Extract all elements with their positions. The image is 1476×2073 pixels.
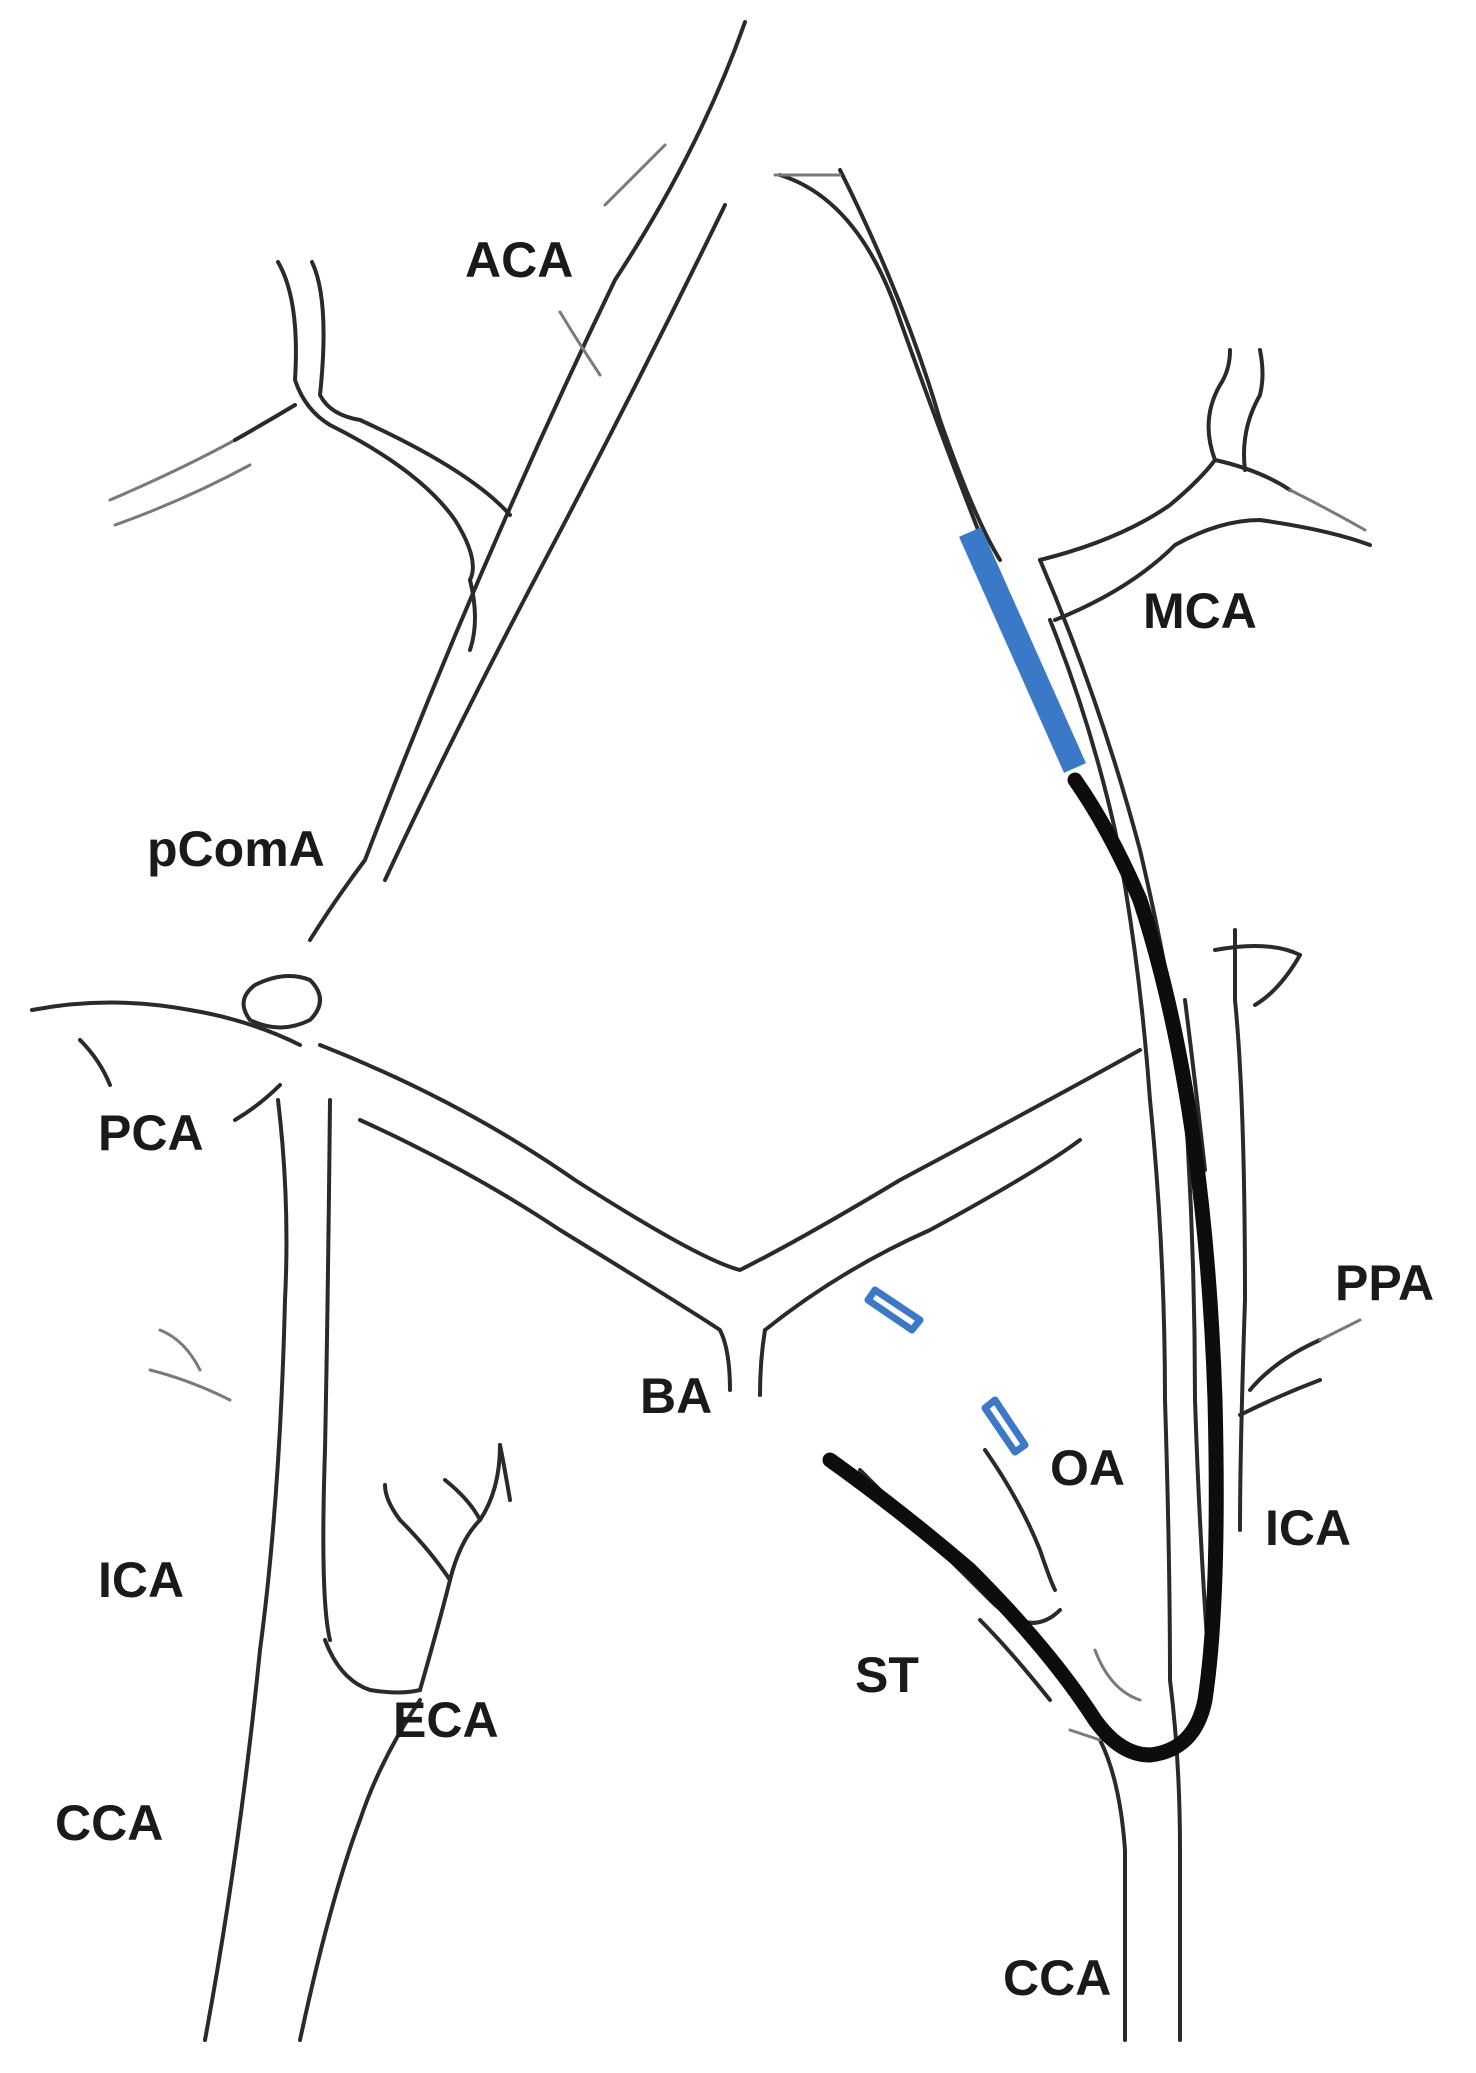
clip-oa [981,1396,1029,1456]
left-ica-vessel [148,1098,422,2042]
label-ica-left: ICA [98,1552,184,1608]
label-pca: PCA [98,1105,204,1161]
eca-vessel [298,1443,512,2042]
label-pcoma: pComA [147,821,325,877]
label-cca-bottom: CCA [1003,1950,1111,2006]
left-cortical-branches [108,260,512,652]
basilar-artery [318,944,1302,1397]
filament-tip-blue [959,527,1086,773]
label-mca: MCA [1143,583,1257,639]
label-eca: ECA [393,1692,499,1748]
label-cca-left: CCA [55,1795,163,1851]
pca-vessel [30,974,322,1122]
label-aca: ACA [465,232,573,288]
catheter-filament [822,772,1224,1763]
ppa-branch [1238,1318,1362,1417]
label-oa: OA [1050,1440,1125,1496]
label-ppa: PPA [1335,1255,1434,1311]
aca-vessel [308,20,747,942]
clip-st [864,1286,924,1334]
label-ba: BA [640,1368,712,1424]
right-cca-vessel [1098,1678,1183,2042]
label-ica-right: ICA [1265,1500,1351,1556]
mca-branches [1038,348,1372,622]
mca-trunk [773,168,1002,562]
label-st: ST [855,1647,919,1703]
